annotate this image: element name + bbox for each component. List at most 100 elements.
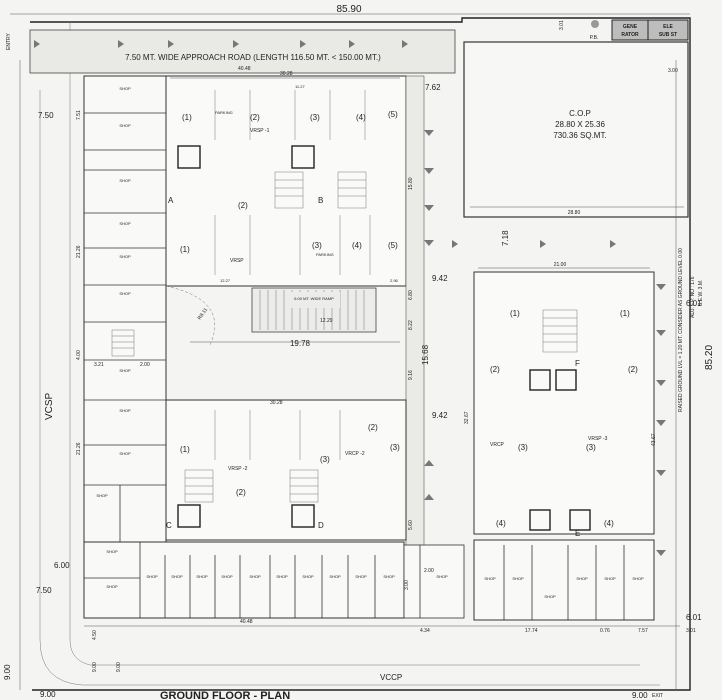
vrcp-label: VRCP xyxy=(490,442,505,448)
vrsp-1-label: VRSP -1 xyxy=(250,128,270,134)
slot-4: (4) xyxy=(352,241,362,250)
slot-1: (1) xyxy=(620,309,630,318)
block-d-label: D xyxy=(318,521,324,530)
dim-3-00-s: 3.00 xyxy=(404,580,410,590)
dim-7-50-west: 7.50 xyxy=(38,111,54,120)
shop-label: SHOP xyxy=(146,574,158,579)
dim-2-96: 2.96 xyxy=(390,278,399,283)
lift-core xyxy=(291,145,315,169)
lift-core xyxy=(529,509,551,531)
cop-dims: 28.80 X 25.36 xyxy=(555,120,605,129)
dim-30-28-mid: 30.28 xyxy=(270,400,283,406)
slot-2: (2) xyxy=(490,365,500,374)
dim-4-00: 4.00 xyxy=(76,350,82,360)
east-parking-block: 21.00 7.18 F E (1) (1) (2) (2) (3) (3) (… xyxy=(452,230,666,556)
cop-area: C.O.P 28.80 X 25.36 730.36 SQ.MT. 28.80 … xyxy=(463,41,689,218)
dim-43-67: 43.67 xyxy=(651,433,657,446)
drive-aisle-east: 15.80 6.80 8.22 9.16 5.60 7.62 15.68 9.4… xyxy=(405,75,448,547)
exit-label: EXIT xyxy=(652,693,663,699)
block-b-label: B xyxy=(318,196,323,205)
shop-label: SHOP xyxy=(119,408,131,413)
right-depth-label: 85.20 xyxy=(704,345,715,370)
pb-label-top: P.B. xyxy=(590,35,599,41)
slot-2: (2) xyxy=(368,423,378,432)
shop-label: SHOP xyxy=(604,576,616,581)
vcsp-label: VCSP xyxy=(44,392,55,420)
parking-label: PARKING xyxy=(316,252,334,257)
lift-core xyxy=(291,504,315,528)
dim-12-27: 12.27 xyxy=(220,278,231,283)
approach-road: 7.50 MT. WIDE APPROACH ROAD (LENGTH 116.… xyxy=(6,29,456,74)
shop-label: SHOP xyxy=(302,574,314,579)
shop-label: SHOP xyxy=(576,576,588,581)
dim-6-80: 6.80 xyxy=(408,290,414,300)
dim-3-21: 3.21 xyxy=(94,362,104,368)
slot-1: (1) xyxy=(180,445,190,454)
plan-title: GROUND FLOOR - PLAN xyxy=(160,690,290,700)
shop-label: SHOP xyxy=(329,574,341,579)
vrcp-2-label: VRCP -2 xyxy=(345,451,365,457)
slot-5: (5) xyxy=(388,241,398,250)
cop-title: C.O.P xyxy=(569,109,591,118)
substation-label-1: ELE xyxy=(663,24,673,30)
dim-9-16: 9.16 xyxy=(408,370,414,380)
top-width-label: 85.90 xyxy=(336,4,361,15)
dim-2-00: 2.00 xyxy=(140,362,150,368)
top-dimension: 85.90 xyxy=(10,4,690,15)
slot-2: (2) xyxy=(250,113,260,122)
south-parking-block: 30.28 C D (1) (2) (3) (2) (3) VRSP -2 VR… xyxy=(165,399,407,541)
vrsp-3-label: VRSP -3 xyxy=(588,436,608,442)
slot-3: (3) xyxy=(390,443,400,452)
vrsp-label: VRSP xyxy=(230,258,244,264)
slot-3: (3) xyxy=(320,455,330,464)
dim-5-60: 5.60 xyxy=(408,520,414,530)
adj-fp-label: ADJ. F.P. NO : 176 xyxy=(690,276,696,318)
dim-7-57: 7.57 xyxy=(638,628,648,634)
slot-4: (4) xyxy=(356,113,366,122)
shop-label: SHOP xyxy=(196,574,208,579)
block-a-label: A xyxy=(168,196,174,205)
shop-label: SHOP xyxy=(96,493,108,498)
shop-label: SHOP xyxy=(106,584,118,589)
shop-label: SHOP xyxy=(119,451,131,456)
shop-label: SHOP xyxy=(249,574,261,579)
east-shops: SHOP SHOP SHOP SHOP SHOP SHOP xyxy=(473,539,655,621)
dim-4-50: 4.50 xyxy=(92,630,98,640)
dim-28-80: 28.80 xyxy=(568,210,581,216)
shop-label: SHOP xyxy=(171,574,183,579)
shop-label: SHOP xyxy=(106,549,118,554)
dim-9-00-west: 9.00 xyxy=(3,664,12,680)
entry-label: ENTRY xyxy=(6,32,12,50)
slot-2: (2) xyxy=(238,201,248,210)
slot-1: (1) xyxy=(180,245,190,254)
shop-label: SHOP xyxy=(221,574,233,579)
dim-9-00-east: 9.00 xyxy=(632,691,648,700)
approach-road-label: 7.50 MT. WIDE APPROACH ROAD (LENGTH 116.… xyxy=(125,53,381,62)
west-margin: VCSP 7.50 7.50 6.00 9.00 9.00 xyxy=(3,111,70,699)
shop-label: SHOP xyxy=(436,574,448,579)
shop-label: SHOP xyxy=(276,574,288,579)
dim-4-34: 4.34 xyxy=(420,628,430,634)
dim-32-67: 32.67 xyxy=(464,411,470,424)
block-c-label: C xyxy=(166,521,172,530)
shop-label: SHOP xyxy=(632,576,644,581)
dim-6-01-b: 6.01 xyxy=(686,613,702,622)
shop-label: SHOP xyxy=(119,123,131,128)
utility-block: GENE RATOR ELE SUB ST P.B. P.B. 3.01 xyxy=(559,19,689,201)
slot-2: (2) xyxy=(236,488,246,497)
dim-9-42-a: 9.42 xyxy=(432,274,448,283)
adj-sew-label: S.E.W. 3.M. xyxy=(698,280,704,306)
shop-label: SHOP xyxy=(119,254,131,259)
slot-3: (3) xyxy=(586,443,596,452)
shop-label: SHOP xyxy=(119,221,131,226)
slot-1: (1) xyxy=(182,113,192,122)
parking-label: PARKING xyxy=(215,110,233,115)
dim-12-29: 12.29 xyxy=(320,318,333,324)
raised-ground-note: RAISED GROUND LVL = 1.20 MT. CONSIDER AS… xyxy=(678,248,684,412)
west-shops: SHOP SHOP SHOP SHOP SHOP SHOP SHOP SHOP … xyxy=(76,75,167,543)
shop-label: SHOP xyxy=(484,576,496,581)
lift-core xyxy=(177,145,201,169)
dim-30-28-top: 30.28 xyxy=(280,71,293,77)
dim-9-00-bottom: 9.00 xyxy=(40,690,56,699)
